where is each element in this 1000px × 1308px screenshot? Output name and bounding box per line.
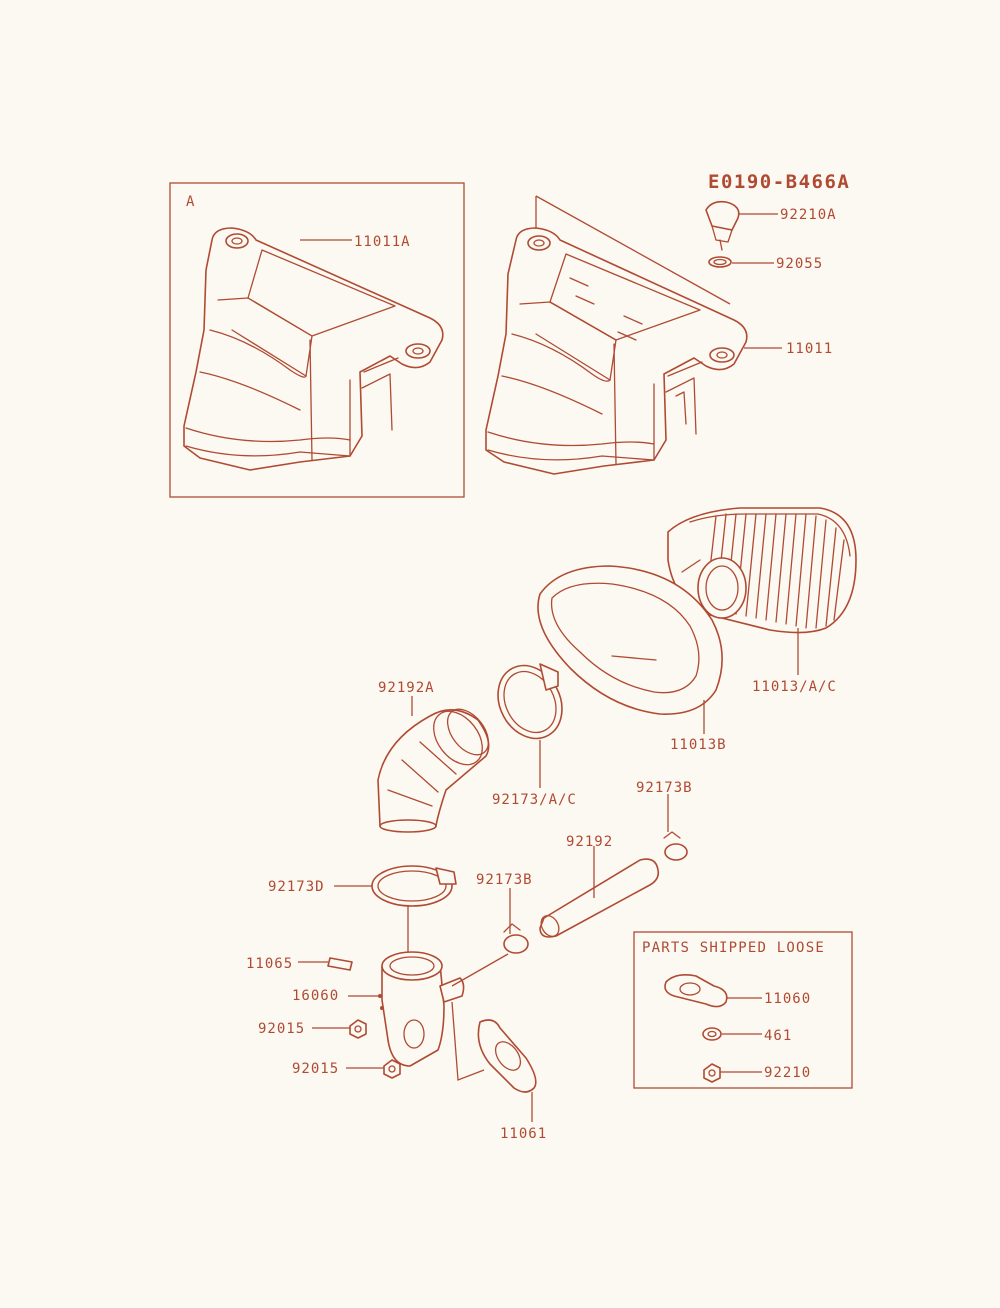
hose-clamp-small-top <box>663 831 688 861</box>
callout-92192a: 92192A <box>378 680 435 696</box>
callout-92210: 92210 <box>764 1065 811 1081</box>
callout-11060: 11060 <box>764 991 811 1007</box>
nut-lower <box>383 1059 401 1079</box>
callout-92173-a-c: 92173/A/C <box>492 792 577 808</box>
callout-92015-upper: 92015 <box>258 1021 305 1037</box>
callout-11013-a-c: 11013/A/C <box>752 679 837 695</box>
callout-11011: 11011 <box>786 341 833 357</box>
hose-clamp-d <box>371 865 457 907</box>
callout-92210a: 92210A <box>780 207 837 223</box>
callout-92173b-mid: 92173B <box>476 872 533 888</box>
nut-upper <box>349 1019 367 1039</box>
intake-pipe <box>378 951 465 1067</box>
hose-clamp-large <box>497 663 563 740</box>
callout-11061: 11061 <box>500 1126 547 1142</box>
callout-92192: 92192 <box>566 834 613 850</box>
wing-nut <box>705 200 740 251</box>
callout-92173b-top: 92173B <box>636 780 693 796</box>
breather-hose <box>539 858 660 938</box>
diagram-id: E0190-B466A <box>708 171 850 193</box>
parts-shipped-loose-box: PARTS SHIPPED LOOSE <box>633 931 853 1089</box>
callout-92173d: 92173D <box>268 879 325 895</box>
air-filter-element <box>667 507 857 634</box>
inset-a-frame: A <box>169 182 465 498</box>
callout-461: 461 <box>764 1028 792 1044</box>
washer <box>708 256 732 268</box>
callout-11013b: 11013B <box>670 737 727 753</box>
parts-shipped-loose-title: PARTS SHIPPED LOOSE <box>642 940 825 956</box>
pin <box>327 957 353 971</box>
callout-11011a: 11011A <box>354 234 411 250</box>
air-cleaner-cover <box>485 227 748 475</box>
hose-clamp-small-mid <box>503 923 529 954</box>
loose-gasket <box>664 974 728 1008</box>
callout-11065: 11065 <box>246 956 293 972</box>
loose-nut <box>703 1063 721 1083</box>
gasket <box>477 1019 537 1093</box>
leader-lines <box>298 213 799 1122</box>
loose-washer <box>702 1027 722 1041</box>
pre-cleaner <box>537 565 723 715</box>
callout-92055: 92055 <box>776 256 823 272</box>
callout-16060: 16060 <box>292 988 339 1004</box>
intake-elbow-hose <box>377 708 490 833</box>
air-cleaner-cover-alt <box>183 227 444 471</box>
callout-92015-lower: 92015 <box>292 1061 339 1077</box>
inset-a-label: A <box>186 194 195 210</box>
